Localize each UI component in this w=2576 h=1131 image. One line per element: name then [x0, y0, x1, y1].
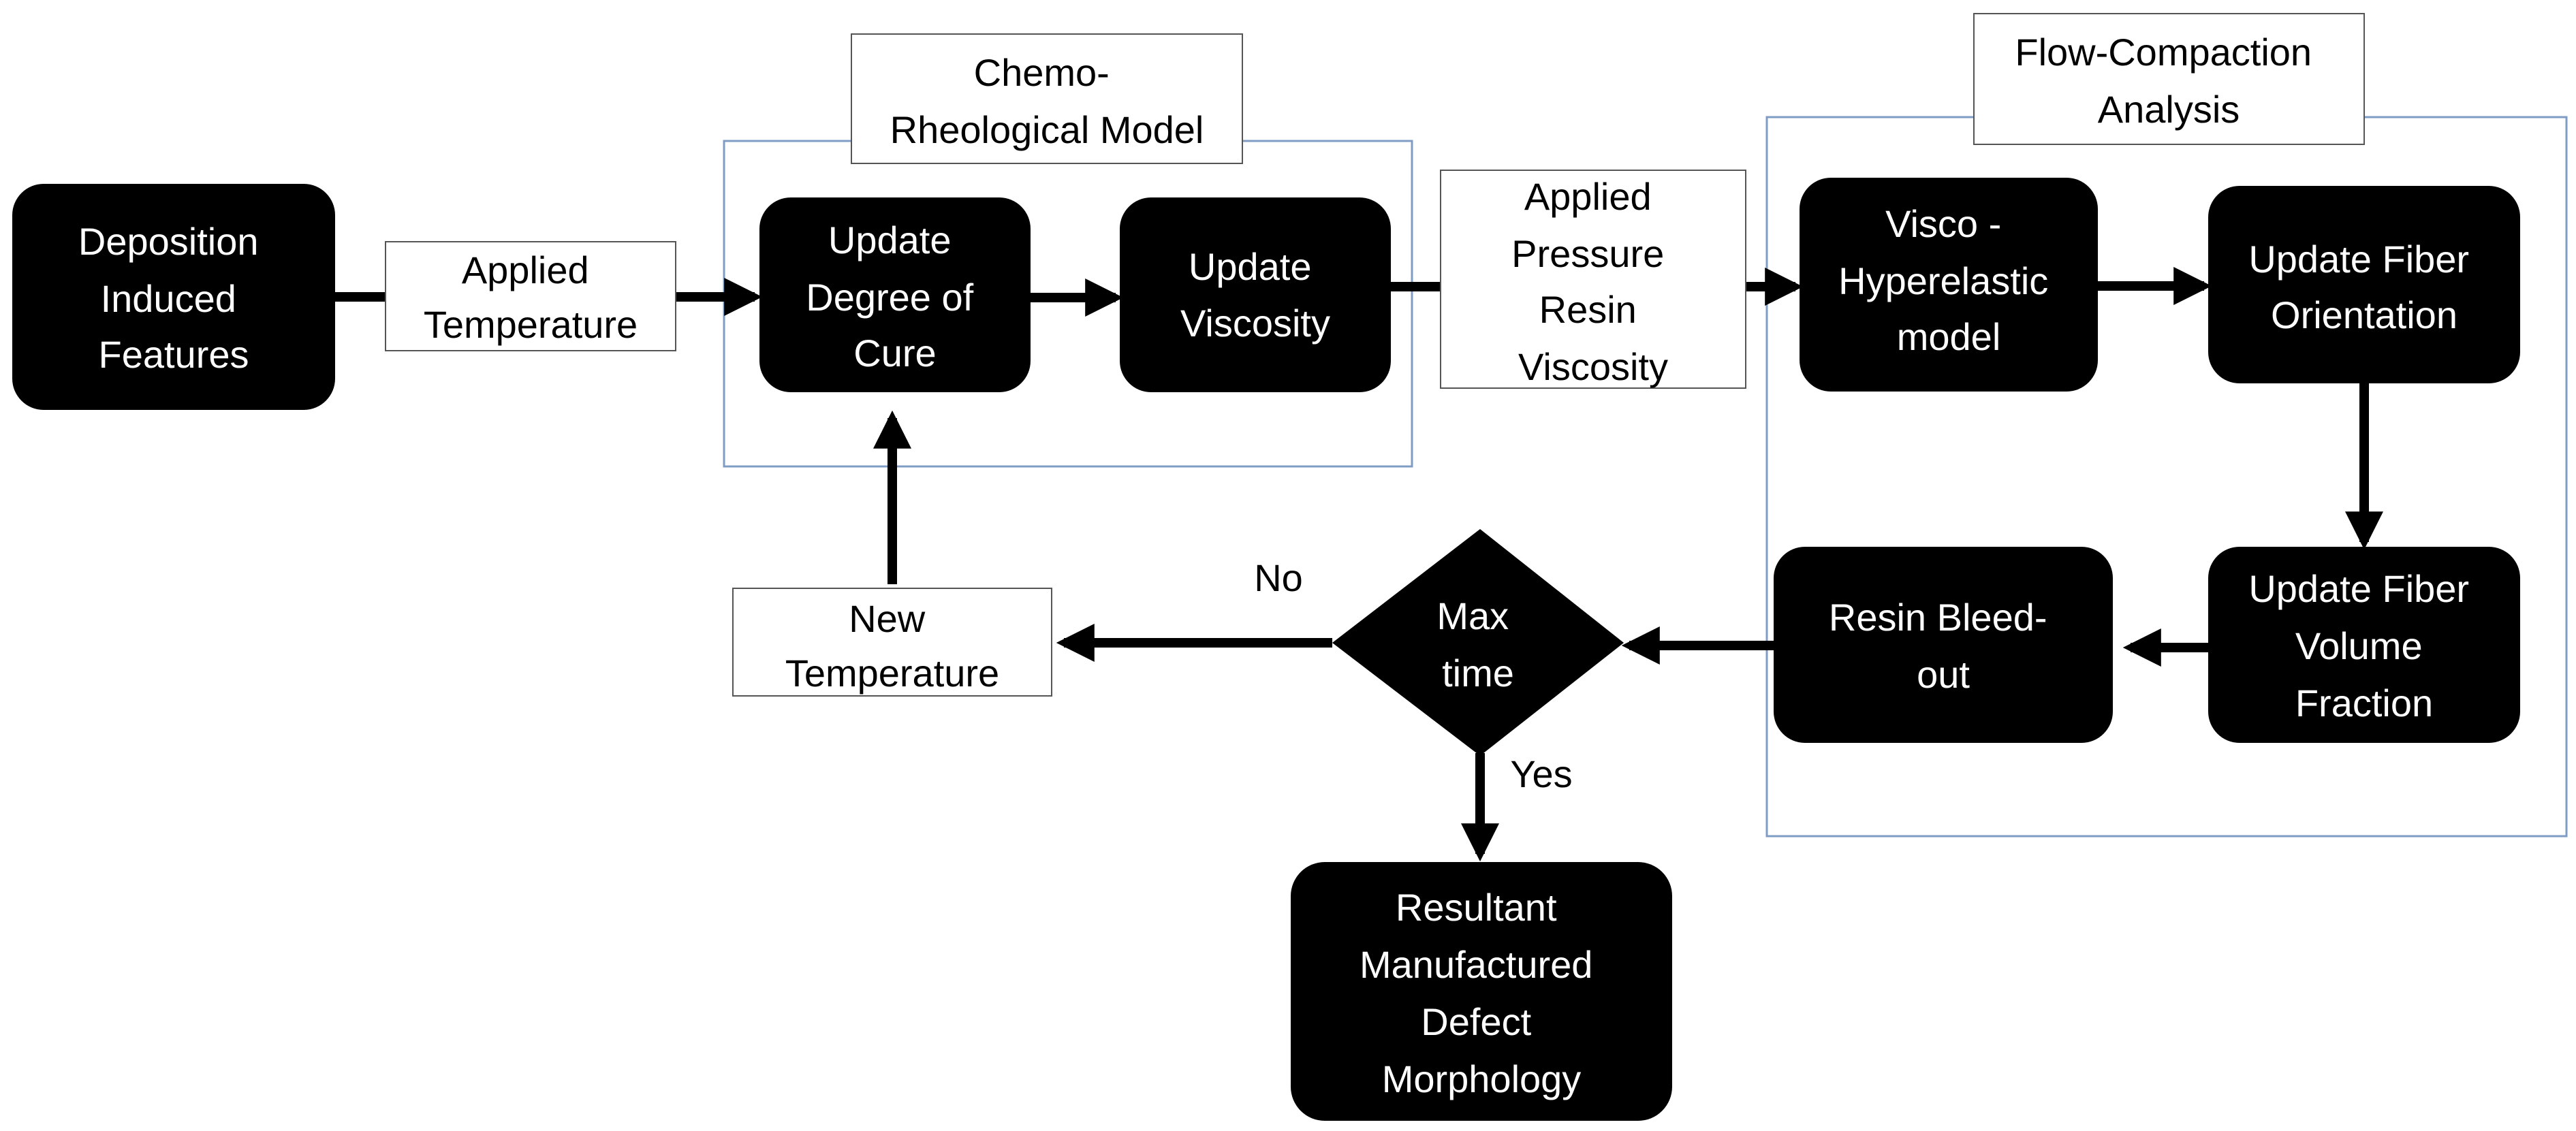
update-viscosity-label: Update Viscosity: [1180, 245, 1330, 345]
new-temperature-box: [732, 588, 1052, 697]
max-time-decision: [1332, 529, 1624, 756]
resin-bleed-out-label: Resin Bleed- out: [1829, 596, 2058, 696]
flow-title-box: [1973, 13, 2365, 145]
applied-pressure-label: Applied Pressure Resin Viscosity: [1511, 175, 1675, 388]
no-label: No: [1254, 556, 1303, 599]
update-degree-of-cure-node: [759, 197, 1031, 392]
chemo-title: Chemo- Rheological Model: [890, 51, 1204, 151]
applied-temperature-label: Applied Temperature: [424, 249, 638, 346]
update-fiber-orientation-label: Update Fiber Orientation: [2248, 238, 2479, 336]
yes-label: Yes: [1510, 752, 1572, 795]
resin-bleed-out-node: [1774, 547, 2113, 743]
update-fiber-volume-fraction-node: [2208, 547, 2520, 743]
visco-hyperelastic-node: [1800, 178, 2098, 392]
update-fiber-volume-fraction-label: Update Fiber Volume Fraction: [2248, 567, 2479, 724]
deposition-node-label: Deposition Induced Features: [78, 220, 269, 376]
update-viscosity-node: [1120, 197, 1391, 392]
flow-title: Flow-Compaction Analysis: [2015, 31, 2322, 131]
applied-temperature-box: [385, 241, 676, 351]
update-fiber-orientation-node: [2208, 186, 2520, 383]
applied-pressure-box: [1440, 170, 1746, 389]
resultant-morphology-label: Resultant Manufactured Defect Morphology: [1360, 886, 1603, 1100]
chemo-title-box: [851, 33, 1243, 164]
visco-hyperelastic-label: Visco - Hyperelastic model: [1838, 202, 2059, 358]
deposition-node: [12, 184, 335, 410]
new-temperature-label: New Temperature: [785, 597, 999, 695]
max-time-label: Max time: [1436, 594, 1519, 695]
update-degree-of-cure-label: Update Degree of Cure: [806, 219, 984, 375]
resultant-morphology-node: [1291, 862, 1672, 1121]
